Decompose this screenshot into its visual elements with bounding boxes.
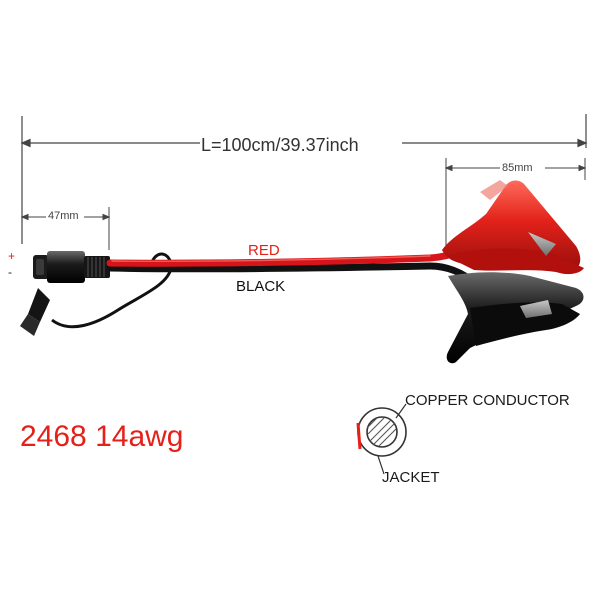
black-wire-label: BLACK [236,278,286,295]
overall-length-dimension [20,114,588,244]
copper-conductor-label: COPPER CONDUCTOR [405,392,570,409]
wire-spec-label: 2468 14awg [20,420,184,453]
alligator-clip-icon [446,272,584,364]
red-wire-label: RED [248,242,280,259]
dust-cap [20,252,173,336]
clamp-length-label: 85mm [502,162,533,174]
alligator-clip-icon [442,180,584,275]
sae-connector-icon [33,251,110,283]
clamp-length-dimension [444,158,587,256]
sae-length-label: 47mm [48,210,79,222]
positive-terminal-label: + [8,249,16,263]
jacket-label: JACKET [382,469,440,486]
overall-length-label: L=100cm/39.37inch [201,135,359,155]
negative-terminal-label: - [8,265,12,279]
sae-length-dimension [20,207,111,250]
cable-cross-section-icon [356,403,407,475]
